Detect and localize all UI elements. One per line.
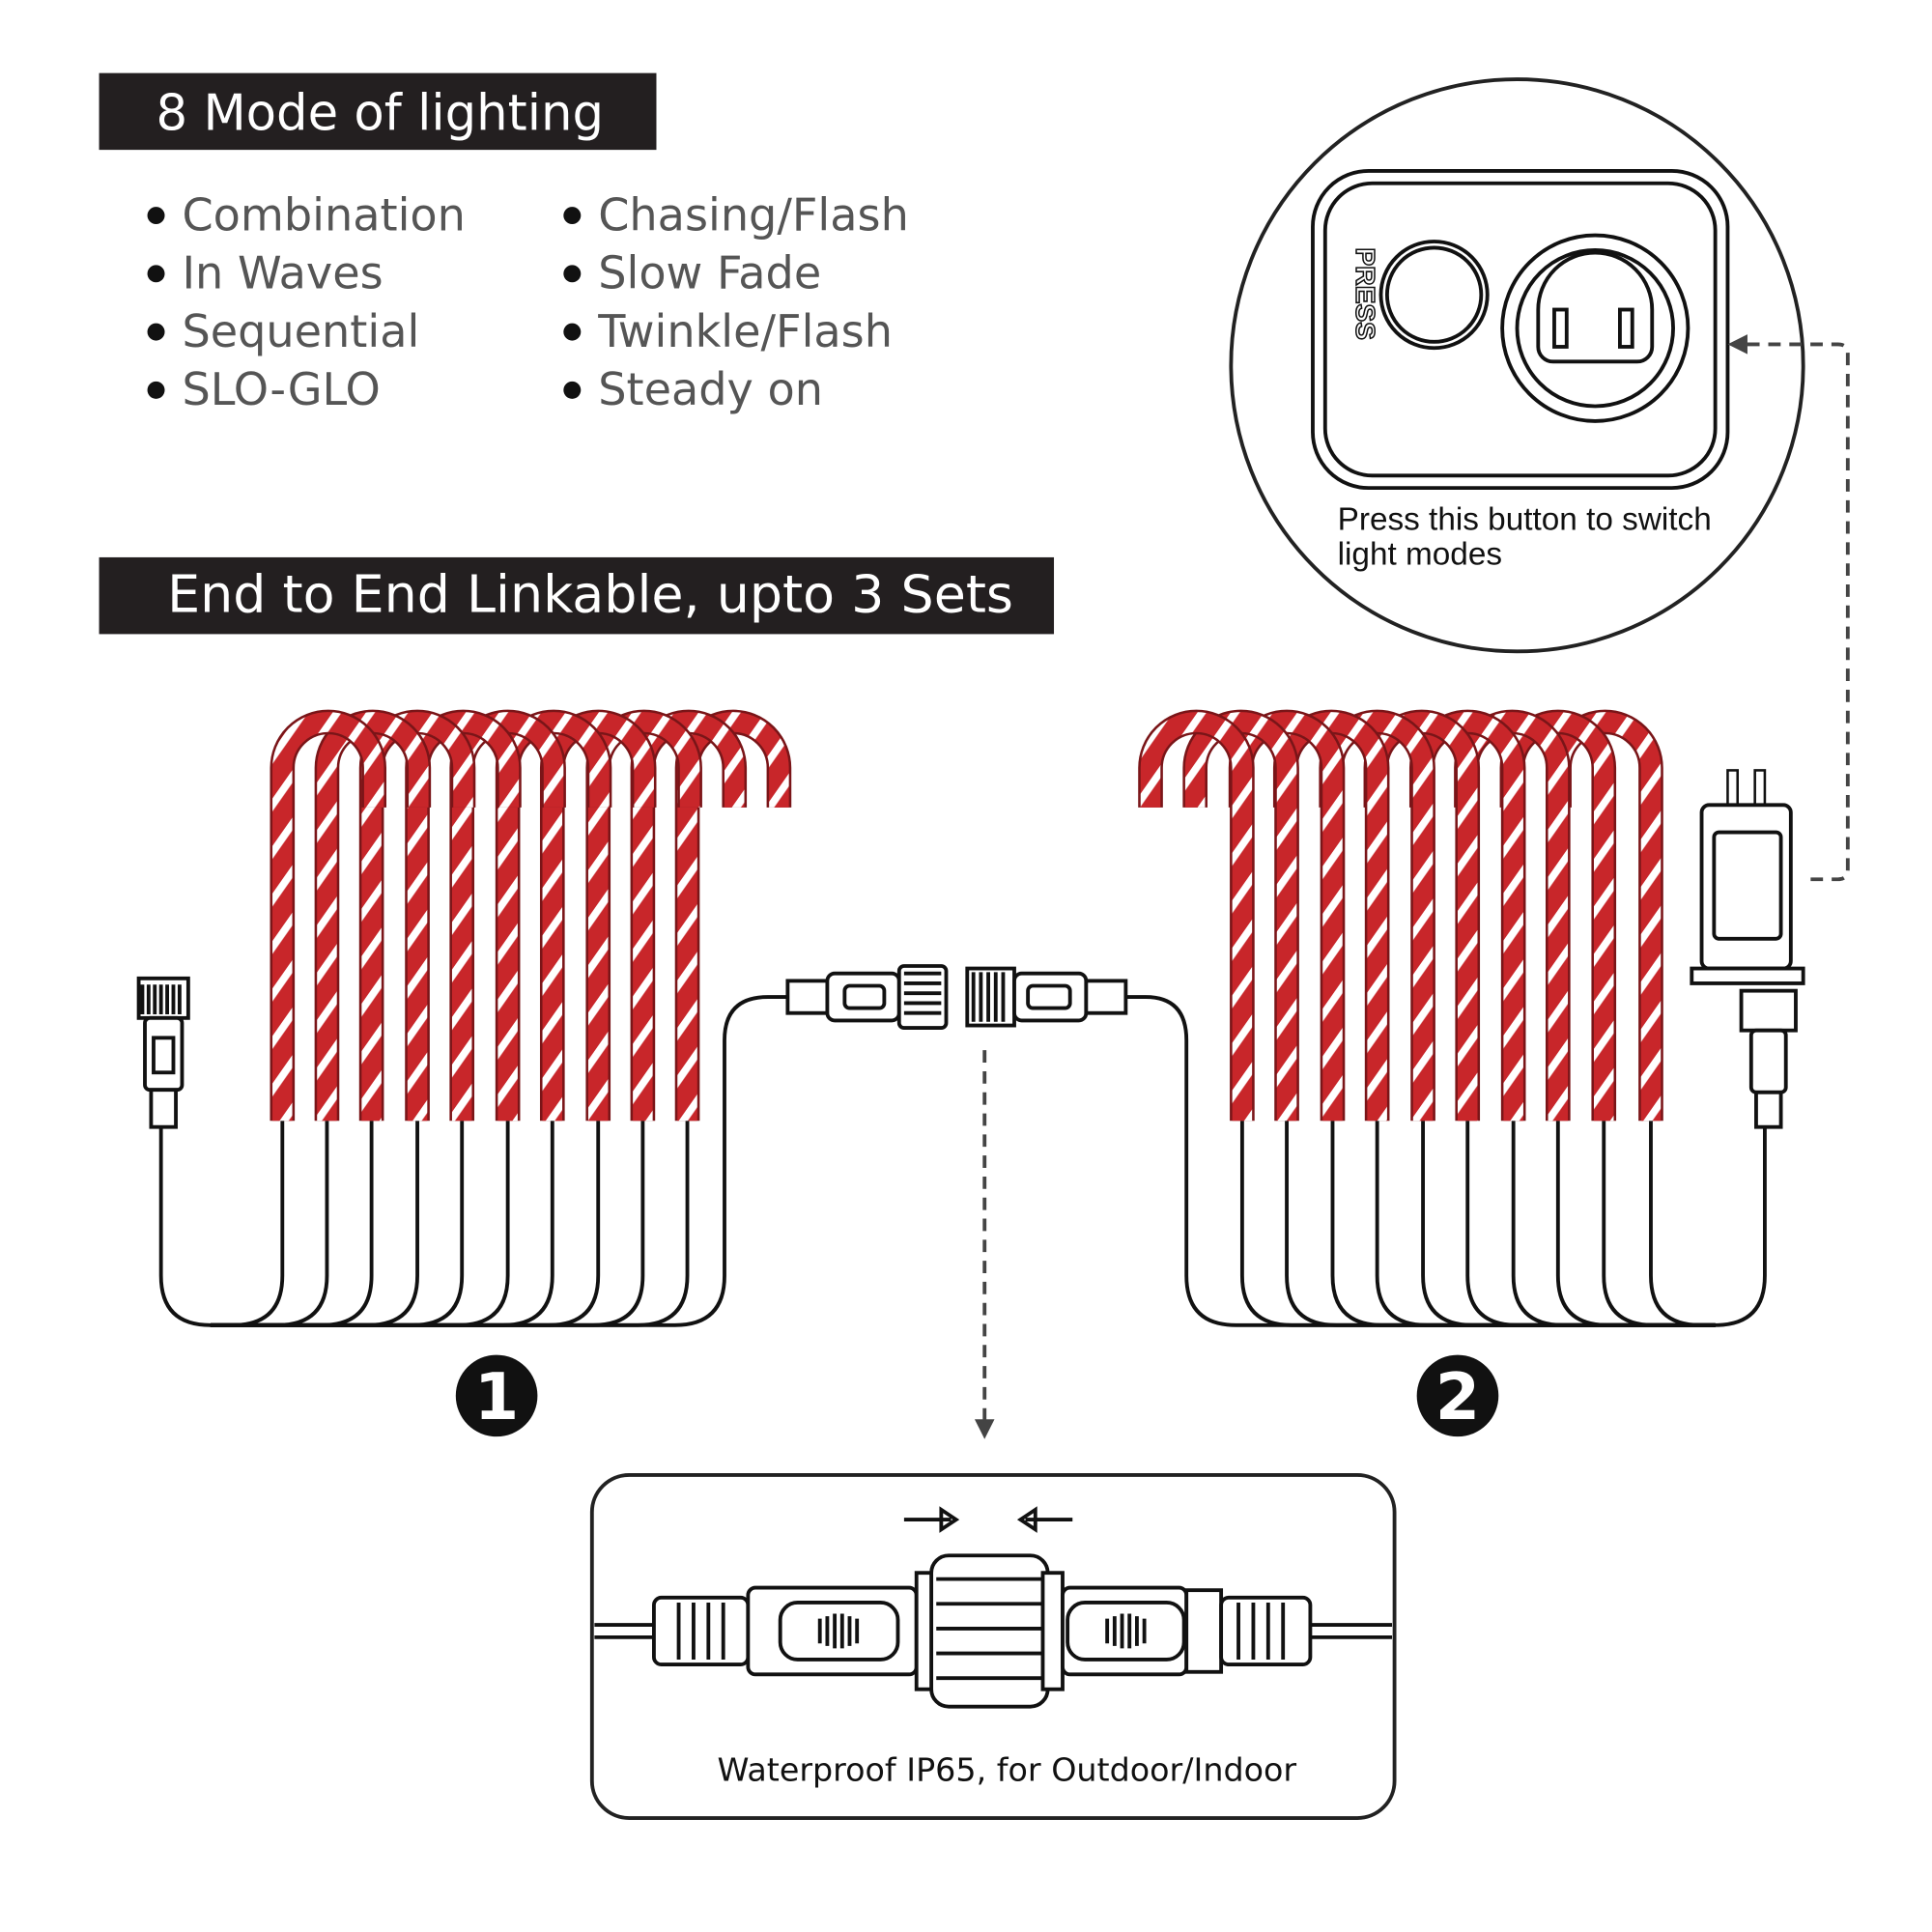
wire (210, 1121, 285, 1327)
main-wire (1121, 995, 1767, 1327)
wire (1375, 1121, 1716, 1327)
controller-callout: PRESS Press this button to switch light … (1229, 77, 1805, 654)
connector-caption: Waterproof IP65, for Outdoor/Indoor (718, 1751, 1297, 1789)
set-number-1: 1 (474, 1359, 519, 1435)
wire (210, 1121, 554, 1327)
arrow-down-icon (974, 1419, 995, 1439)
modes-banner: 8 Mode of lighting (99, 72, 657, 151)
mode-item: Twinkle/Flash (597, 305, 893, 357)
mode-item: SLO-GLO (182, 363, 380, 415)
bullet-icon (563, 265, 582, 283)
wire (1330, 1121, 1716, 1327)
wire (210, 1121, 645, 1327)
press-label: PRESS (1350, 247, 1381, 340)
candy-cane-set-2 (1121, 709, 1767, 1327)
power-adapter (1690, 769, 1805, 1129)
main-wire (158, 995, 793, 1327)
candy-cane (1184, 712, 1297, 1122)
set-number-1-badge: 1 (455, 1354, 538, 1437)
wire (1511, 1121, 1716, 1327)
wire (1239, 1121, 1716, 1327)
bullet-icon (147, 207, 165, 225)
controller-caption-1: Press this button to switch (1338, 502, 1712, 538)
bullet-icon (147, 381, 165, 399)
wire (210, 1121, 465, 1327)
candy-cane (1140, 712, 1253, 1122)
connector-detail-box: Waterproof IP65, for Outdoor/Indoor (589, 1473, 1397, 1820)
candy-cane-set-1 (158, 709, 793, 1327)
wire (1465, 1121, 1716, 1327)
mode-item: Chasing/Flash (598, 188, 909, 241)
wire (210, 1121, 690, 1327)
bullet-icon (563, 207, 582, 225)
arrow-left-icon (1016, 1506, 1073, 1533)
link-connector-female (965, 966, 1128, 1028)
callout-dashed-line (1739, 342, 1850, 882)
wire (1421, 1121, 1716, 1327)
candy-cane (272, 712, 384, 1122)
wire (1555, 1121, 1716, 1327)
bullet-icon (147, 265, 165, 283)
mode-item: Combination (182, 188, 465, 241)
bullet-icon (563, 323, 582, 341)
wire (1602, 1121, 1716, 1327)
link-connector-male (785, 964, 949, 1031)
wire (210, 1121, 374, 1327)
set-number-2-badge: 2 (1416, 1354, 1499, 1437)
mode-item: Steady on (598, 363, 823, 415)
mode-item: Slow Fade (598, 247, 821, 299)
wire (1285, 1121, 1716, 1327)
bullet-icon (563, 381, 582, 399)
arrow-icon (1727, 334, 1747, 355)
mode-item: In Waves (182, 247, 383, 299)
bullet-icon (147, 323, 165, 341)
mode-button-icon (1378, 240, 1490, 351)
wire (210, 1121, 601, 1327)
mode-item: Sequential (182, 305, 419, 357)
wire (210, 1121, 329, 1327)
candy-cane (317, 712, 429, 1122)
wire (210, 1121, 419, 1327)
controller-caption-2: light modes (1338, 537, 1502, 573)
modes-title: 8 Mode of lighting (156, 85, 605, 143)
end-connector-left (136, 976, 190, 1129)
arrow-right-icon (903, 1506, 960, 1533)
linkable-banner: End to End Linkable, upto 3 Sets (99, 556, 1055, 635)
linkable-title: End to End Linkable, upto 3 Sets (167, 563, 1013, 624)
outlet-icon (1536, 250, 1655, 364)
wire (1649, 1121, 1716, 1327)
set-number-2: 2 (1435, 1359, 1480, 1435)
